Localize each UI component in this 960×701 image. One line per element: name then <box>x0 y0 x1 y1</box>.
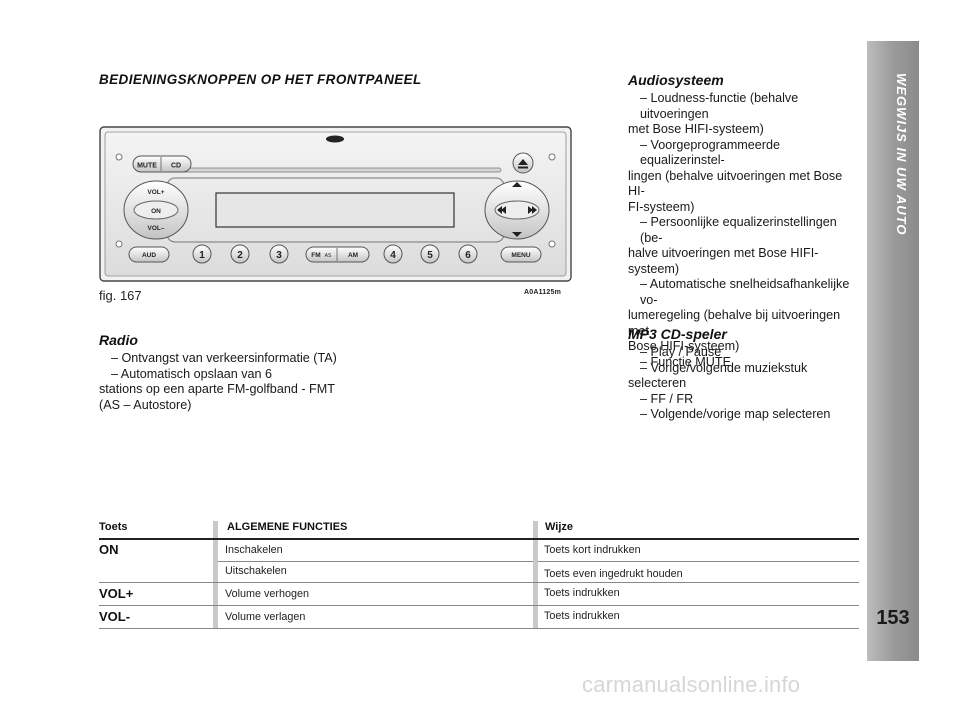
functions-table: Toets ALGEMENE FUNCTIES Wijze ON Inschak… <box>99 521 859 631</box>
table-row-function: Uitschakelen <box>225 565 287 577</box>
table-row-function: Volume verlagen <box>225 611 306 623</box>
preset-3-button[interactable]: 3 <box>276 250 282 261</box>
radio-continuation: (AS – Autostore) <box>99 397 192 412</box>
table-row-function: Volume verhogen <box>225 588 310 600</box>
vol-up-button[interactable]: VOL+ <box>147 189 164 196</box>
mute-button[interactable]: MUTE <box>137 163 157 170</box>
page-heading: BEDIENINGSKNOPPEN OP HET FRONTPANEEL <box>99 72 422 87</box>
table-row-mode: Toets indrukken <box>544 610 620 622</box>
row-separator <box>99 582 859 583</box>
column-divider <box>213 521 218 628</box>
menu-button[interactable]: MENU <box>511 252 530 259</box>
mp3-title: MP3 CD-speler <box>628 326 727 342</box>
am-button[interactable]: AM <box>348 252 358 259</box>
watermark: carmanualsonline.info <box>582 672 801 697</box>
audio-line: – Automatische snelheidsafhankelijke vo- <box>640 277 850 307</box>
table-row-mode: Toets kort indrukken <box>544 544 641 556</box>
radio-front-panel-figure: MUTE CD VOL+ ON VOL– AUD 1 2 3 FM AS AM … <box>99 126 572 282</box>
mp3-line: – FF / FR <box>640 391 694 406</box>
table-row-mode: Toets indrukken <box>544 587 620 599</box>
audio-line: – Voorgeprogrammeerde equalizerinstel- <box>640 137 781 168</box>
on-button[interactable]: ON <box>151 208 161 215</box>
row-separator <box>99 605 859 606</box>
row-separator <box>218 561 533 562</box>
audio-line: met Bose HIFI-systeem) <box>628 122 764 136</box>
mp3-body: – Play / Pause – Vorige/volgende muzieks… <box>628 345 860 423</box>
table-header-key: Toets <box>99 521 128 533</box>
audio-section: Audiosysteem – Loudness-functie (behalve… <box>628 72 860 370</box>
vol-down-button[interactable]: VOL– <box>148 225 165 232</box>
table-header-rule <box>99 538 859 540</box>
audio-line: lumeregeling (behalve bij uitvoeringen m… <box>628 308 841 338</box>
preset-2-button[interactable]: 2 <box>237 250 243 261</box>
preset-4-button[interactable]: 4 <box>390 250 396 261</box>
audio-line: FI-systeem) <box>628 199 695 214</box>
column-divider <box>533 521 538 628</box>
figure-caption: fig. 167 <box>99 288 142 303</box>
audio-line: – Persoonlijke equalizerinstellingen (be… <box>640 215 837 245</box>
radio-continuation: stations op een aparte FM-golfband - FMT <box>99 382 335 396</box>
chapter-sidebar: WEGWIJS IN UW AUTO 153 <box>867 41 919 661</box>
audio-line: lingen (behalve uitvoeringen met Bose HI… <box>628 168 843 199</box>
mp3-line: selecteren <box>628 376 687 390</box>
fm-button[interactable]: FM <box>311 252 320 259</box>
mp3-line: – Vorige/volgende muziekstuk <box>640 360 808 375</box>
table-header-mode: Wijze <box>545 521 574 533</box>
aud-button[interactable]: AUD <box>142 252 156 259</box>
page-number: 153 <box>876 607 910 629</box>
radio-section: Radio – Ontvangst van verkeersinformatie… <box>99 332 369 413</box>
mp3-line: – Volgende/vorige map selecteren <box>640 407 831 421</box>
preset-1-button[interactable]: 1 <box>199 250 205 261</box>
figure-code: A0A1125m <box>524 289 562 296</box>
mp3-line: – Play / Pause <box>640 345 722 359</box>
table-row-key: VOL+ <box>99 586 134 601</box>
row-separator <box>538 561 859 562</box>
radio-body: – Ontvangst van verkeersinformatie (TA) … <box>99 351 369 413</box>
audio-line: – Loudness-functie (behalve uitvoeringen <box>640 91 799 121</box>
row-separator <box>99 628 859 629</box>
preset-6-button[interactable]: 6 <box>465 250 471 261</box>
as-label: AS <box>325 253 332 259</box>
radio-front-panel-illustration: MUTE CD VOL+ ON VOL– AUD 1 2 3 FM AS AM … <box>99 126 572 282</box>
table-header-function: ALGEMENE FUNCTIES <box>227 521 348 533</box>
table-row-function: Inschakelen <box>225 544 283 556</box>
chapter-title: WEGWIJS IN UW AUTO <box>894 73 909 236</box>
table-row-key: VOL- <box>99 609 131 624</box>
audio-line: – Functie MUTE <box>640 354 731 369</box>
cd-button[interactable]: CD <box>171 163 181 170</box>
audio-title: Audiosysteem <box>628 72 724 88</box>
table-row-mode: Toets even ingedrukt houden <box>544 568 683 580</box>
radio-title: Radio <box>99 332 138 348</box>
table-row-key: ON <box>99 542 119 557</box>
radio-item: – Ontvangst van verkeersinformatie (TA) <box>111 351 337 365</box>
preset-5-button[interactable]: 5 <box>427 250 433 261</box>
audio-line: halve uitvoeringen met Bose HIFI-systeem… <box>628 246 819 276</box>
audio-body: – Loudness-functie (behalve uitvoeringen… <box>628 91 860 370</box>
radio-item: – Automatisch opslaan van 6 <box>111 366 273 381</box>
audio-line: Bose HIFI-systeem) <box>628 339 740 353</box>
mp3-section: MP3 CD-speler – Play / Pause – Vorige/vo… <box>628 326 860 423</box>
